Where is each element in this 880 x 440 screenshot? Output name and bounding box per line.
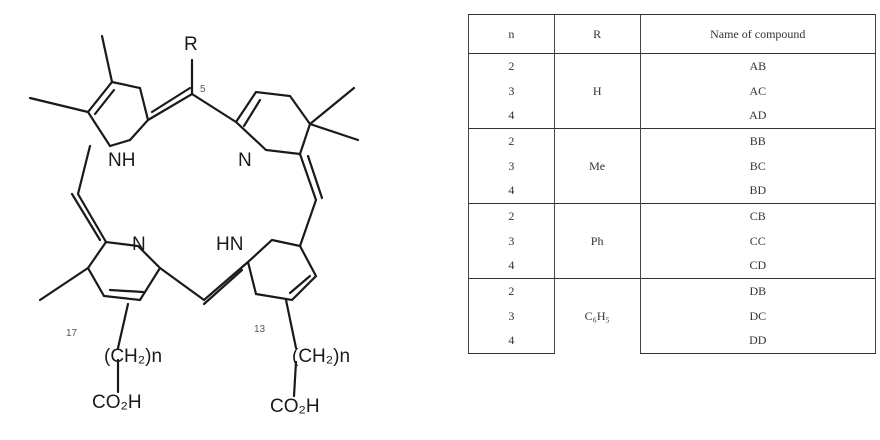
left-methylene-chain-label: (CH₂)n (104, 346, 162, 367)
cell-n: 3 (468, 153, 555, 179)
bond-skeleton (28, 34, 360, 398)
table-row: 3 CC (468, 228, 877, 254)
cell-n: 4 (468, 253, 555, 279)
cell-compound-name: DD (639, 328, 877, 355)
cell-n: 3 (468, 78, 555, 104)
cell-compound-name: BC (639, 153, 877, 179)
cell-n: 4 (468, 328, 555, 355)
right-carboxylic-acid-label: CO₂H (270, 396, 320, 417)
pyrrole-nh-label: NH (108, 150, 135, 171)
header-name: Name of compound (639, 14, 877, 54)
cell-n: 2 (468, 128, 555, 154)
cell-compound-name: CD (639, 253, 877, 279)
substituent-r-label: R (184, 34, 198, 55)
cell-compound-name: AC (639, 78, 877, 104)
position-13-label: 13 (254, 324, 266, 335)
table-header-row: n R Name of compound (468, 14, 877, 54)
cell-compound-name: AB (639, 52, 877, 79)
cell-compound-name: AD (639, 103, 877, 129)
header-n: n (468, 14, 555, 54)
cell-compound-name: BB (639, 128, 877, 154)
header-r: R (553, 14, 641, 54)
pyrrole-n-label: N (132, 234, 146, 255)
cell-r: Ph (553, 203, 641, 279)
table-row: 3 BC (468, 153, 877, 179)
left-carboxylic-acid-label: CO₂H (92, 392, 142, 413)
cell-n: 3 (468, 228, 555, 254)
table-row: 4 BD (468, 178, 877, 204)
cell-n: 2 (468, 203, 555, 229)
cell-n: 2 (468, 52, 555, 79)
imine-n-label: N (238, 150, 252, 171)
cell-r: H (553, 52, 641, 129)
cell-compound-name: CC (639, 228, 877, 254)
table-row: 4 AD (468, 103, 877, 129)
pyrrole-hn-label: HN (216, 234, 243, 255)
cell-compound-name: BD (639, 178, 877, 204)
cell-r: C₆H₅ (553, 278, 641, 354)
table-row: 4 CD (468, 253, 877, 279)
position-17-label: 17 (66, 328, 78, 339)
position-5-label: 5 (200, 84, 206, 95)
cell-compound-name: DC (639, 303, 877, 329)
cell-n: 4 (468, 178, 555, 204)
cell-r: Me (553, 128, 641, 204)
table-row: 3 DC (468, 303, 877, 329)
cell-compound-name: DB (639, 278, 877, 304)
cell-n: 3 (468, 303, 555, 329)
right-methylene-chain-label: (CH₂)n (292, 346, 350, 367)
table-row: 3 AC (468, 78, 877, 104)
table-row: 4 DD (468, 328, 877, 355)
cell-compound-name: CB (639, 203, 877, 229)
cell-n: 4 (468, 103, 555, 129)
chlorin-structure-diagram: R 5 NH N N HN 17 13 (CH₂)n (CH₂)n CO₂H C… (28, 34, 360, 417)
cell-n: 2 (468, 278, 555, 304)
